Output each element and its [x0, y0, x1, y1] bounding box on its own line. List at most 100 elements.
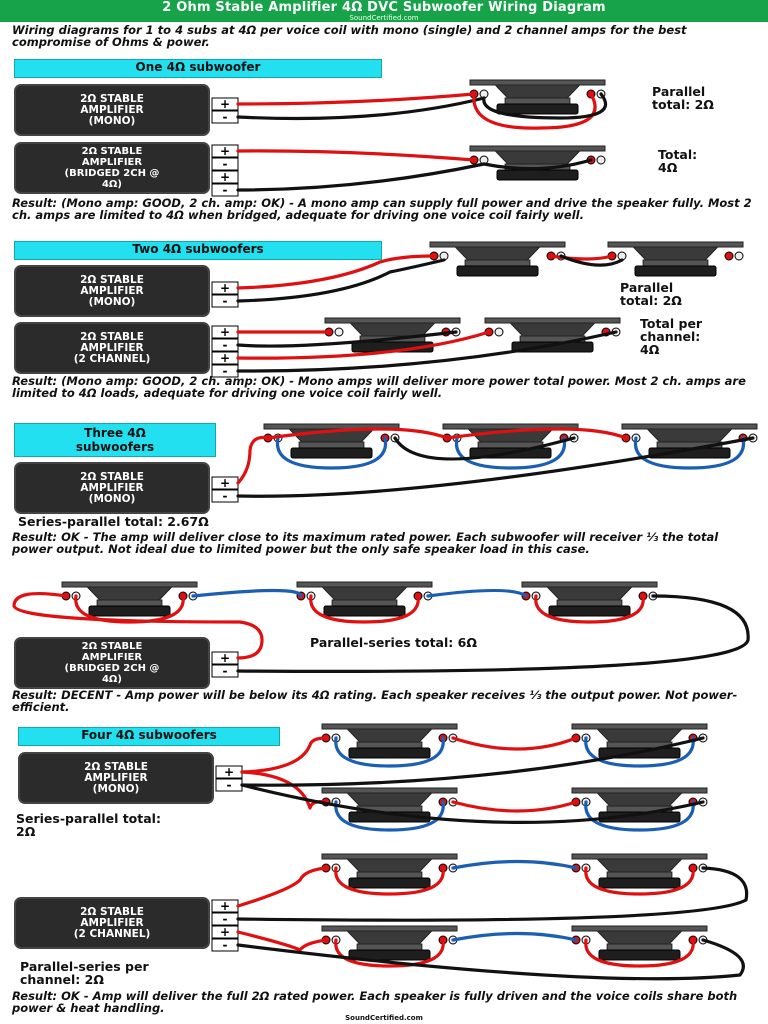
- wire-four-jumper-2: [334, 800, 445, 832]
- sub-three-a-base: [290, 447, 373, 459]
- result-three-b: Result: DECENT - Amp power will be below…: [12, 688, 738, 714]
- amp-mono-three: 2Ω STABLE AMPLIFIER (MONO): [14, 462, 210, 514]
- wire-four-pos-b: [451, 736, 578, 751]
- section-title-four-subs: Four 4Ω subwoofers: [18, 727, 280, 746]
- sub-four-h-base: [598, 949, 681, 961]
- sub-one-a-rim: [469, 79, 606, 86]
- sub-one-b-terminal-3: [596, 155, 606, 165]
- sub-three-c-rim: [621, 423, 758, 430]
- sub-four-f-magnet: [606, 871, 673, 879]
- result-three-a: Result: OK - The amp will deliver close …: [12, 530, 719, 556]
- amp-2ch-two-minus2-label: -: [223, 364, 228, 378]
- sub-two-c-terminal-1: [334, 327, 344, 337]
- wire-one-b-neg: [236, 162, 486, 192]
- sub-four-b-basket: [595, 727, 684, 743]
- sub-three-f-magnet: [556, 599, 623, 607]
- label-series-parallel-four: Series-parallel total: 2Ω: [16, 811, 161, 839]
- wire-four-series-top: [451, 859, 578, 870]
- wire-two-neg-a: [236, 258, 446, 303]
- sub-one-b-base: [496, 169, 579, 181]
- amp-mono-three-plus-label: +: [220, 476, 230, 490]
- wire-three-pos-c: [445, 427, 628, 440]
- amp-bridged-three: 2Ω STABLE AMPLIFIER (BRIDGED 2CH @ 4Ω): [14, 637, 210, 689]
- page-title: 2 Ohm Stable Amplifier 4Ω DVC Subwoofer …: [162, 0, 606, 15]
- wire-three-pos: [236, 435, 270, 485]
- sub-three-d-basket: [85, 585, 174, 601]
- wire-one-a-jumper-pos: [472, 92, 597, 130]
- sub-two-b-basket: [631, 245, 720, 261]
- wire-four-ch1-pos: [236, 866, 328, 908]
- wire-one-a-neg: [236, 96, 486, 121]
- wire-three-vc-2: [534, 594, 645, 624]
- amp-br-one-minus2-label: -: [223, 183, 228, 197]
- sub-four-c-basket: [345, 791, 434, 807]
- wire-three-vc-1: [309, 594, 420, 624]
- sub-four-f-base: [598, 877, 681, 889]
- sub-four-d-rim: [571, 787, 708, 794]
- sub-three-a-magnet: [298, 441, 365, 449]
- sub-one-a-magnet: [504, 97, 571, 105]
- amp-mono-three-minus-label: -: [223, 489, 228, 503]
- sub-two-d-basket: [508, 321, 597, 337]
- sub-two-a-basket: [453, 245, 542, 261]
- footer-site: SoundCertified.com: [345, 1014, 423, 1022]
- label-total-per-channel-two: Total per channel: 4Ω: [640, 316, 703, 357]
- wire-four-jumper-3: [584, 800, 695, 832]
- sub-four-g-basket: [345, 929, 434, 945]
- sub-three-f-base: [548, 605, 631, 617]
- wire-three-jumper-2: [633, 436, 746, 470]
- wire-three-vc-0: [74, 594, 185, 624]
- wire-four-jumper-1: [584, 736, 695, 768]
- amp-2ch-two-plus2-label: +: [220, 351, 230, 365]
- sub-two-b-terminal-2: [724, 251, 734, 261]
- sub-four-e-rim: [321, 853, 458, 860]
- sub-two-d-rim: [484, 317, 621, 324]
- amp-2ch-four: 2Ω STABLE AMPLIFIER (2 CHANNEL): [14, 897, 210, 949]
- label-parallel-total-two: Parallel total: 2Ω: [620, 280, 682, 308]
- wire-four-vc-3: [584, 938, 695, 968]
- sub-three-d-rim: [61, 581, 198, 588]
- wire-two-pos-a: [236, 254, 436, 290]
- wire-three-series-1: [191, 588, 303, 598]
- wire-2ch-b-neg: [236, 330, 618, 373]
- sub-four-h-basket: [595, 929, 684, 945]
- amp-br-one-plus1-label: +: [220, 144, 230, 158]
- amp-2ch-four-minus1-label: -: [223, 912, 228, 926]
- wire-four-neg-b: [240, 736, 705, 787]
- amp-br-one-minus1: [211, 157, 239, 171]
- wire-one-a-jumper-neg: [482, 92, 608, 120]
- wire-three-par-neg: [236, 594, 750, 674]
- wire-one-b-pos: [236, 149, 476, 162]
- sub-four-g-rim: [321, 925, 458, 932]
- result-four: Result: OK - Amp will deliver the full 2…: [12, 989, 738, 1015]
- wire-2ch-a-neg: [236, 330, 458, 348]
- sub-four-f-rim: [571, 853, 708, 860]
- amp-mono-one-plus-label: +: [220, 97, 230, 111]
- sub-two-b-rim: [607, 241, 744, 248]
- site-name: SoundCertified.com: [349, 14, 419, 22]
- sub-four-g-base: [348, 949, 431, 961]
- wire-four-vc-1: [584, 866, 695, 896]
- sub-three-e-rim: [296, 581, 433, 588]
- sub-two-b-base: [634, 265, 717, 277]
- sub-three-d-base: [88, 605, 171, 617]
- wire-four-pos-d: [451, 800, 578, 813]
- amp-2ch-four-plus1-label: +: [220, 899, 230, 913]
- amp-2ch-two-minus1-label: -: [223, 338, 228, 352]
- sub-two-a-base: [456, 265, 539, 277]
- label-total-one: Total: 4Ω: [658, 147, 698, 175]
- wire-three-neg: [236, 436, 755, 498]
- wire-three-neg-b: [393, 436, 576, 461]
- wire-two-pos-b: [549, 254, 614, 261]
- amp-mono-four-plus-label: +: [224, 765, 234, 779]
- wire-four-ch2-pos: [236, 930, 328, 952]
- amp-2ch-four-minus2-label: -: [223, 938, 228, 952]
- amp-br-one-plus2-label: +: [220, 170, 230, 184]
- sub-three-e-base: [323, 605, 406, 617]
- sub-two-a-rim: [429, 241, 566, 248]
- section-title-two-subs: Two 4Ω subwoofers: [14, 241, 382, 260]
- wire-one-b-jumper: [482, 158, 593, 171]
- wire-four-vc-2: [334, 938, 445, 968]
- sub-one-b-rim: [469, 145, 606, 152]
